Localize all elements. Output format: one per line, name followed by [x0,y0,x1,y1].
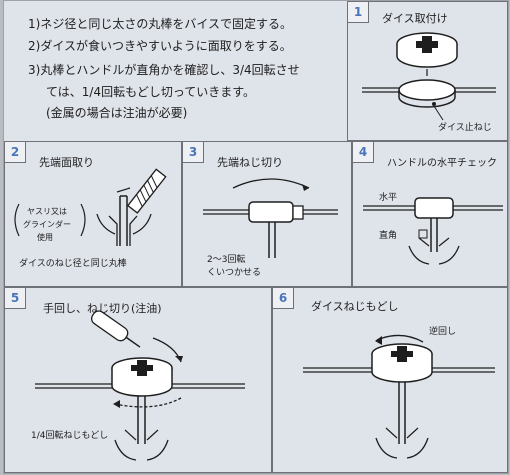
panel-3-title: 先端ねじ切り [217,156,283,169]
quarter-turn-back-label: 1/4回転ねじもどし [31,431,109,441]
instruction-line-5: (金属の場合は注油が必要) [46,106,188,120]
thread-start-illustration [203,178,338,258]
hand-threading-illustration [35,310,245,461]
panel-2-title: 先端面取り [39,156,94,169]
panel-3-thread-start: 3 先端ねじ切り 2～3回転 くいつかせる [182,141,352,287]
step-number-5: 5 [5,288,26,309]
instruction-line-3: 3)丸棒とハンドルが直角かを確認し、3/4回転させ [28,63,300,77]
die-stop-screw-label: ダイス止ねじ [438,123,492,133]
square-label: 直角 [379,231,398,241]
die-reverse-illustration [303,334,495,459]
rod-label: ダイスのねじ径と同じ丸棒 [19,259,127,269]
level-check-illustration [363,197,503,265]
instruction-line-4: ては、1/4回転もどし切っていきます。 [46,85,256,99]
file-label-3: 使用 [37,233,53,242]
file-label-2: グラインダー [23,220,71,229]
reverse-turn-label: 逆回し [429,327,457,337]
instruction-sheet: 1)ネジ径と同じ太さの丸棒をバイスで固定する。 2)ダイスが食いつきやすいように… [3,0,509,474]
panel-1-die-mounting: 1 ダイス取付け ダイス止ねじ [347,1,508,141]
step-number-1: 1 [348,2,369,23]
panel-2-chamfer: 2 先端面取り ヤスリ又は [4,141,182,287]
die-mounting-illustration [362,32,496,121]
file-label-1: ヤスリ又は [27,207,67,216]
step-number-6: 6 [273,288,294,309]
panel-4-title: ハンドルの水平チェック [387,158,497,169]
panel-6-die-reverse: 6 ダイスねじもどし 逆回し [272,287,508,473]
panel-4-level-check: 4 ハンドルの水平チェック 水平 直角 [352,141,508,287]
instruction-line-1: 1)ネジ径と同じ太さの丸棒をバイスで固定する。 [28,17,292,31]
turns-label-2: くいつかせる [207,268,262,278]
chamfer-illustration [14,168,167,246]
turns-label-1: 2～3回転 [207,255,246,265]
panel-6-title: ダイスねじもどし [311,300,399,313]
panel-5-title: 手回し、ねじ切り(注油) [43,302,162,315]
panel-1-title: ダイス取付け [382,12,448,25]
step-number-2: 2 [5,142,26,163]
instruction-line-2: 2)ダイスが食いつきやすいように面取りをする。 [28,39,292,53]
step-number-3: 3 [183,142,204,163]
step-number-4: 4 [353,142,374,163]
level-label: 水平 [379,193,398,203]
panel-5-hand-threading: 5 手回し、ねじ切り(注油) [4,287,272,473]
